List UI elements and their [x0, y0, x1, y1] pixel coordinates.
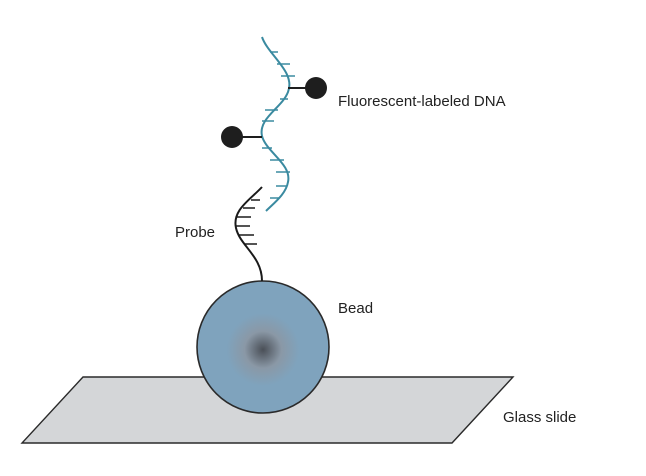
bead [196, 280, 330, 414]
probe-label: Probe [175, 224, 216, 241]
fluorescent-dna-label: Fluorescent-labeled DNA [338, 93, 506, 110]
fluorophore-top [288, 77, 327, 99]
glass-slide-label: Glass slide [503, 409, 577, 426]
dna-strand [260, 36, 295, 212]
fluorophore-bottom [221, 126, 262, 148]
probe-strand [234, 186, 263, 282]
bead-label: Bead [338, 300, 374, 317]
